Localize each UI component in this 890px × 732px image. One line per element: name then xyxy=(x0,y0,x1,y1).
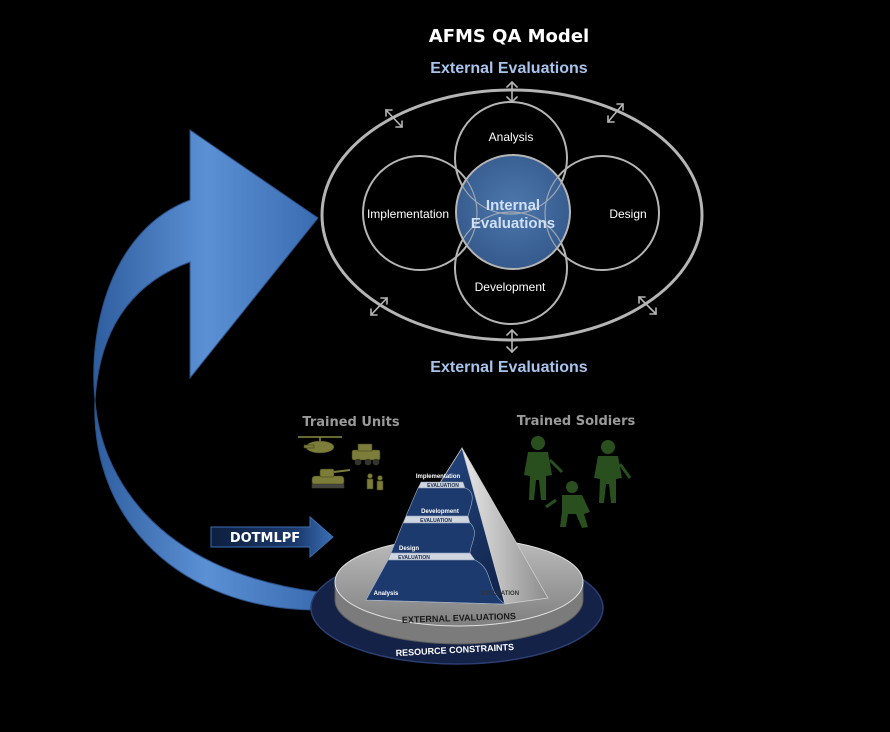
external-evaluations-base-label: EXTERNAL EVALUATIONS xyxy=(402,611,516,625)
trained-soldiers-label: Trained Soldiers xyxy=(517,414,636,429)
internal-evaluations-label-line1: Internal xyxy=(486,197,540,214)
external-evaluations-top-label: External Evaluations xyxy=(430,60,587,77)
double-arrow-top-icon xyxy=(506,80,518,104)
dotmlpf-label: DOTMLPF xyxy=(230,531,300,546)
soldier-2-icon xyxy=(594,440,632,503)
training-pyramid: EVALUATION xyxy=(365,447,549,605)
double-arrow-top-right-icon xyxy=(607,103,624,123)
implementation-label: Implementation xyxy=(367,207,449,221)
soldier-3-icon xyxy=(545,481,590,528)
analysis-label: Analysis xyxy=(489,130,534,144)
pyramid-step-development: Development xyxy=(421,509,459,515)
small-soldiers-icon xyxy=(366,473,384,491)
pyramid-eval-design: EVALUATION xyxy=(398,555,430,561)
helicopter-icon xyxy=(298,436,342,454)
pyramid-step-design: Design xyxy=(399,546,419,552)
double-arrow-bottom-right-icon xyxy=(638,296,657,315)
pyramid-step-analysis: Analysis xyxy=(374,591,399,597)
pyramid-eval-implementation: EVALUATION xyxy=(427,483,459,489)
design-label: Design xyxy=(609,207,646,221)
trained-soldiers-silhouettes-icon xyxy=(524,436,632,528)
soldier-1-icon xyxy=(524,436,564,500)
double-arrow-bottom-icon xyxy=(506,328,518,354)
curved-feedback-arrow xyxy=(93,129,319,611)
dotmlpf-arrow xyxy=(210,515,334,559)
external-evaluations-bottom-label: External Evaluations xyxy=(430,359,587,376)
pyramid-eval-development: EVALUATION xyxy=(420,518,452,524)
truck-icon xyxy=(351,443,381,466)
development-label: Development xyxy=(475,280,546,294)
internal-evaluations-label-line2: Evaluations xyxy=(471,215,555,232)
trained-units-label: Trained Units xyxy=(302,415,399,430)
tank-icon xyxy=(311,468,351,489)
side-evaluation-label: EVALUATION xyxy=(481,591,519,597)
trained-units-vehicles-icon xyxy=(298,436,384,491)
diagram-title: AFMS QA Model xyxy=(429,26,589,47)
pyramid-step-implementation: Implementation xyxy=(416,474,461,480)
double-arrow-bottom-left-icon xyxy=(370,297,388,316)
double-arrow-top-left-icon xyxy=(385,109,403,128)
